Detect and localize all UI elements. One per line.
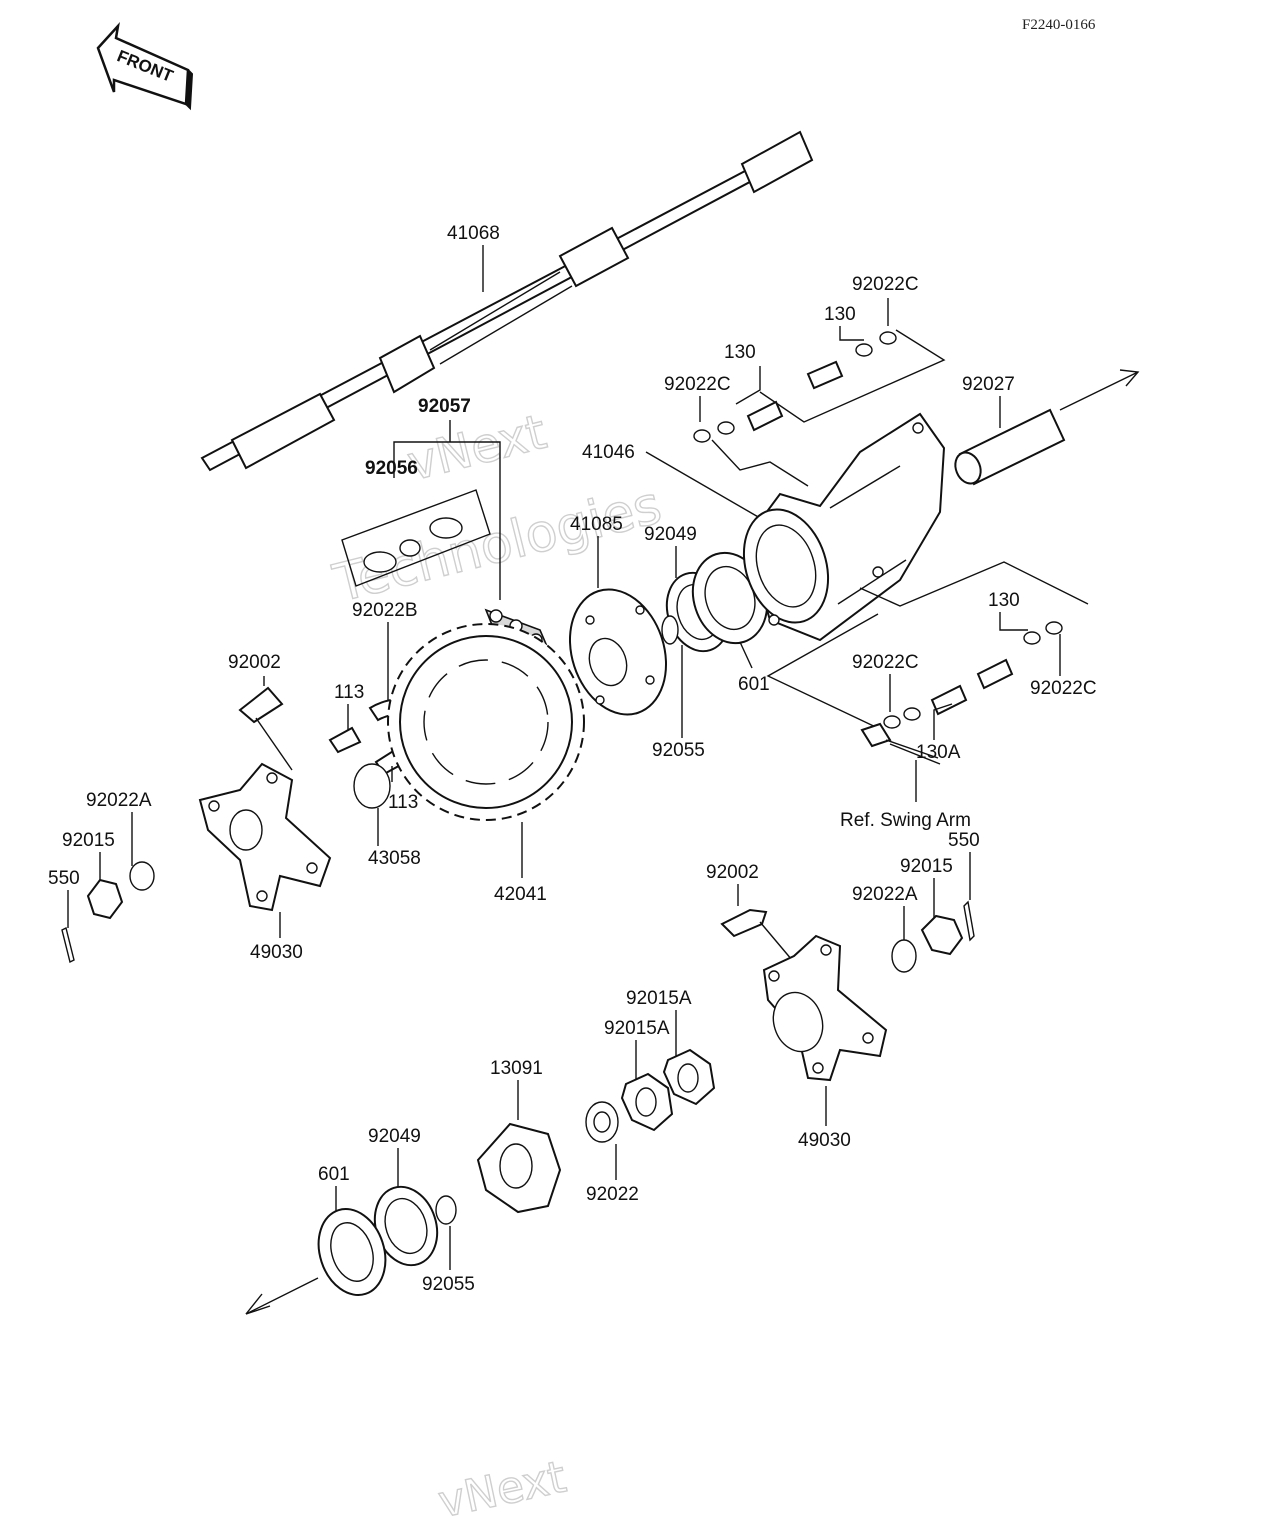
washer-130-c xyxy=(1023,631,1041,645)
swing-arm-adjuster xyxy=(860,722,941,765)
cotter-pin-r xyxy=(963,900,975,942)
label-92056: 92056 xyxy=(365,458,418,479)
label-41085: 41085 xyxy=(570,514,623,535)
bolt-130-b xyxy=(746,400,784,432)
flange-right xyxy=(762,934,888,1082)
washer-92022a-l xyxy=(129,861,155,891)
washer-130-a xyxy=(855,343,873,357)
label-130-a: 130 xyxy=(824,304,856,325)
label-92015-r: 92015 xyxy=(900,856,953,877)
label-92022c-1: 92022C xyxy=(852,274,919,295)
front-arrow-icon: FRONT xyxy=(96,22,194,111)
bearing-left xyxy=(317,1208,387,1296)
watermark-line1: vNext xyxy=(402,404,552,492)
chain-link-box xyxy=(341,489,491,587)
label-42041: 42041 xyxy=(494,884,547,905)
label-92002-l: 92002 xyxy=(228,652,281,673)
washer-c3 xyxy=(883,715,901,729)
label-92027: 92027 xyxy=(962,374,1015,395)
label-92022a-r: 92022A xyxy=(852,884,918,905)
label-113-b: 113 xyxy=(388,792,418,813)
oil-seal-left xyxy=(373,1185,439,1267)
circlip-left xyxy=(435,1195,457,1225)
label-92022c-3: 92022C xyxy=(852,652,919,673)
washer-130a xyxy=(903,707,921,721)
label-41068: 41068 xyxy=(447,223,500,244)
washer-c2 xyxy=(693,429,711,443)
flange-left xyxy=(198,762,332,912)
label-92015a-1: 92015A xyxy=(626,988,692,1009)
label-92022c-2: 92022C xyxy=(664,374,731,395)
label-130-c: 130 xyxy=(988,590,1020,611)
label-92049-r: 92049 xyxy=(644,524,697,545)
collar-92027 xyxy=(954,408,1066,486)
axle-housing xyxy=(742,412,946,642)
washer-c1 xyxy=(879,331,897,345)
axle-shaft xyxy=(200,130,814,472)
label-49030-r: 49030 xyxy=(798,1130,851,1151)
label-92015-l: 92015 xyxy=(62,830,115,851)
sprocket-hub xyxy=(568,588,668,716)
washer-c4 xyxy=(1045,621,1063,635)
castle-nut-l xyxy=(86,878,124,920)
watermark: vNext Technologies xyxy=(327,403,668,615)
nut-92015a-2 xyxy=(620,1072,674,1132)
label-92022: 92022 xyxy=(586,1184,639,1205)
bolt-130-a xyxy=(806,360,844,390)
label-550-r: 550 xyxy=(948,830,980,851)
circlip-right xyxy=(661,615,679,645)
label-92022c-4: 92022C xyxy=(1030,678,1097,699)
nut-92015a-1 xyxy=(662,1048,716,1106)
bolt-92002-l xyxy=(238,686,284,724)
label-49030-l: 49030 xyxy=(250,942,303,963)
label-550-l: 550 xyxy=(48,868,80,889)
label-13091: 13091 xyxy=(490,1058,543,1079)
holder-13091 xyxy=(476,1122,562,1214)
label-92055-r: 92055 xyxy=(652,740,705,761)
label-92015a-2: 92015A xyxy=(604,1018,670,1039)
watermark-bottom: vNext xyxy=(434,1452,570,1529)
label-92057: 92057 xyxy=(418,396,471,417)
diagram-ref: F2240-0166 xyxy=(1022,17,1096,33)
snap-ring xyxy=(353,763,391,809)
washer-92022a-r xyxy=(891,939,917,973)
label-92049-l: 92049 xyxy=(368,1126,421,1147)
washer-130-b xyxy=(717,421,735,435)
bolt-113-a xyxy=(328,726,362,754)
label-92022a-l: 92022A xyxy=(86,790,152,811)
label-601-l: 601 xyxy=(318,1164,350,1185)
castle-nut-r xyxy=(920,914,964,956)
ref-swing-arm: Ref. Swing Arm xyxy=(840,810,971,831)
label-130a: 130A xyxy=(916,742,961,763)
label-41046: 41046 xyxy=(582,442,635,463)
label-130-b: 130 xyxy=(724,342,756,363)
chain-link-parts xyxy=(363,517,463,573)
label-92055-l: 92055 xyxy=(422,1274,475,1295)
label-92002-r: 92002 xyxy=(706,862,759,883)
bolt-130-c xyxy=(976,658,1014,690)
rear-sprocket xyxy=(387,623,585,821)
label-113-a: 113 xyxy=(334,682,364,703)
label-601-r: 601 xyxy=(738,674,770,695)
bolt-130a xyxy=(930,684,968,716)
bolt-92002-r xyxy=(720,908,768,938)
label-43058: 43058 xyxy=(368,848,421,869)
cotter-pin-l xyxy=(61,926,75,964)
label-92022b: 92022B xyxy=(352,600,418,621)
